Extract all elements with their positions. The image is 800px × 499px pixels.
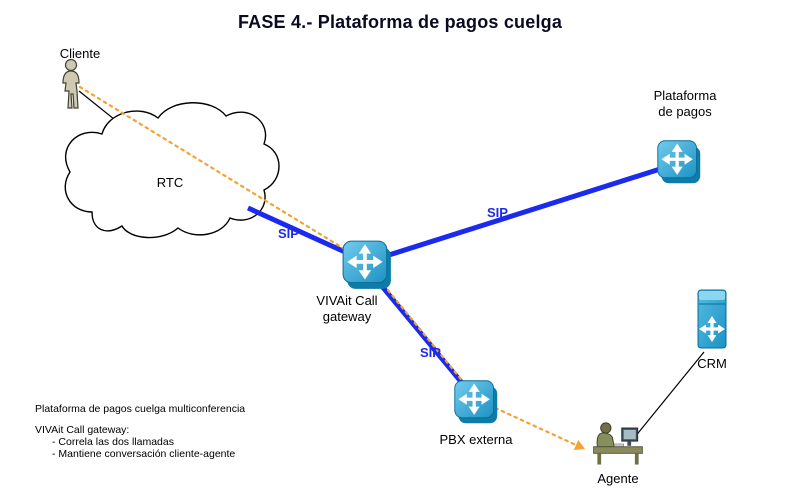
media-path-arrowhead — [573, 440, 585, 450]
note-line-1: Plataforma de pagos cuelga multiconferen… — [35, 403, 246, 415]
cliente-label: Cliente — [59, 46, 101, 61]
diagram-title: FASE 4.- Plataforma de pagos cuelga — [237, 12, 563, 32]
pbx-externa-router-icon — [452, 378, 500, 426]
note-line-2: VIVAit Call gateway: — [35, 424, 130, 436]
plataforma-label: Plataforma de pagos — [653, 88, 717, 120]
crm-server-icon — [692, 284, 732, 354]
vivait-gateway-router-icon — [340, 238, 394, 292]
sip-line-gateway-plataforma — [366, 160, 680, 265]
cliente-person-icon — [56, 58, 86, 110]
plataforma-pagos-router-icon — [655, 138, 703, 186]
crm-label: CRM — [697, 356, 727, 371]
note-line-4: - Mantiene conversación cliente-agente — [52, 448, 236, 460]
sip-line-gateway-pbx — [364, 265, 479, 403]
note-line-3: - Correla las dos llamadas — [52, 436, 174, 448]
agente-workstation-icon — [588, 418, 648, 468]
gateway-label: VIVAit Call gateway — [316, 293, 378, 325]
rtc-label: RTC — [156, 175, 184, 190]
pbx-label: PBX externa — [439, 432, 513, 447]
sip-label-gateway-pbx: SIP — [420, 345, 441, 360]
media-path-dotted — [78, 85, 578, 447]
sip-label-rtc-gateway: SIP — [278, 226, 299, 241]
agente-label: Agente — [597, 471, 639, 486]
rtc-cloud-shape — [64, 102, 280, 239]
line-crm-agente — [633, 351, 705, 439]
sip-label-gateway-plataforma: SIP — [487, 205, 508, 220]
